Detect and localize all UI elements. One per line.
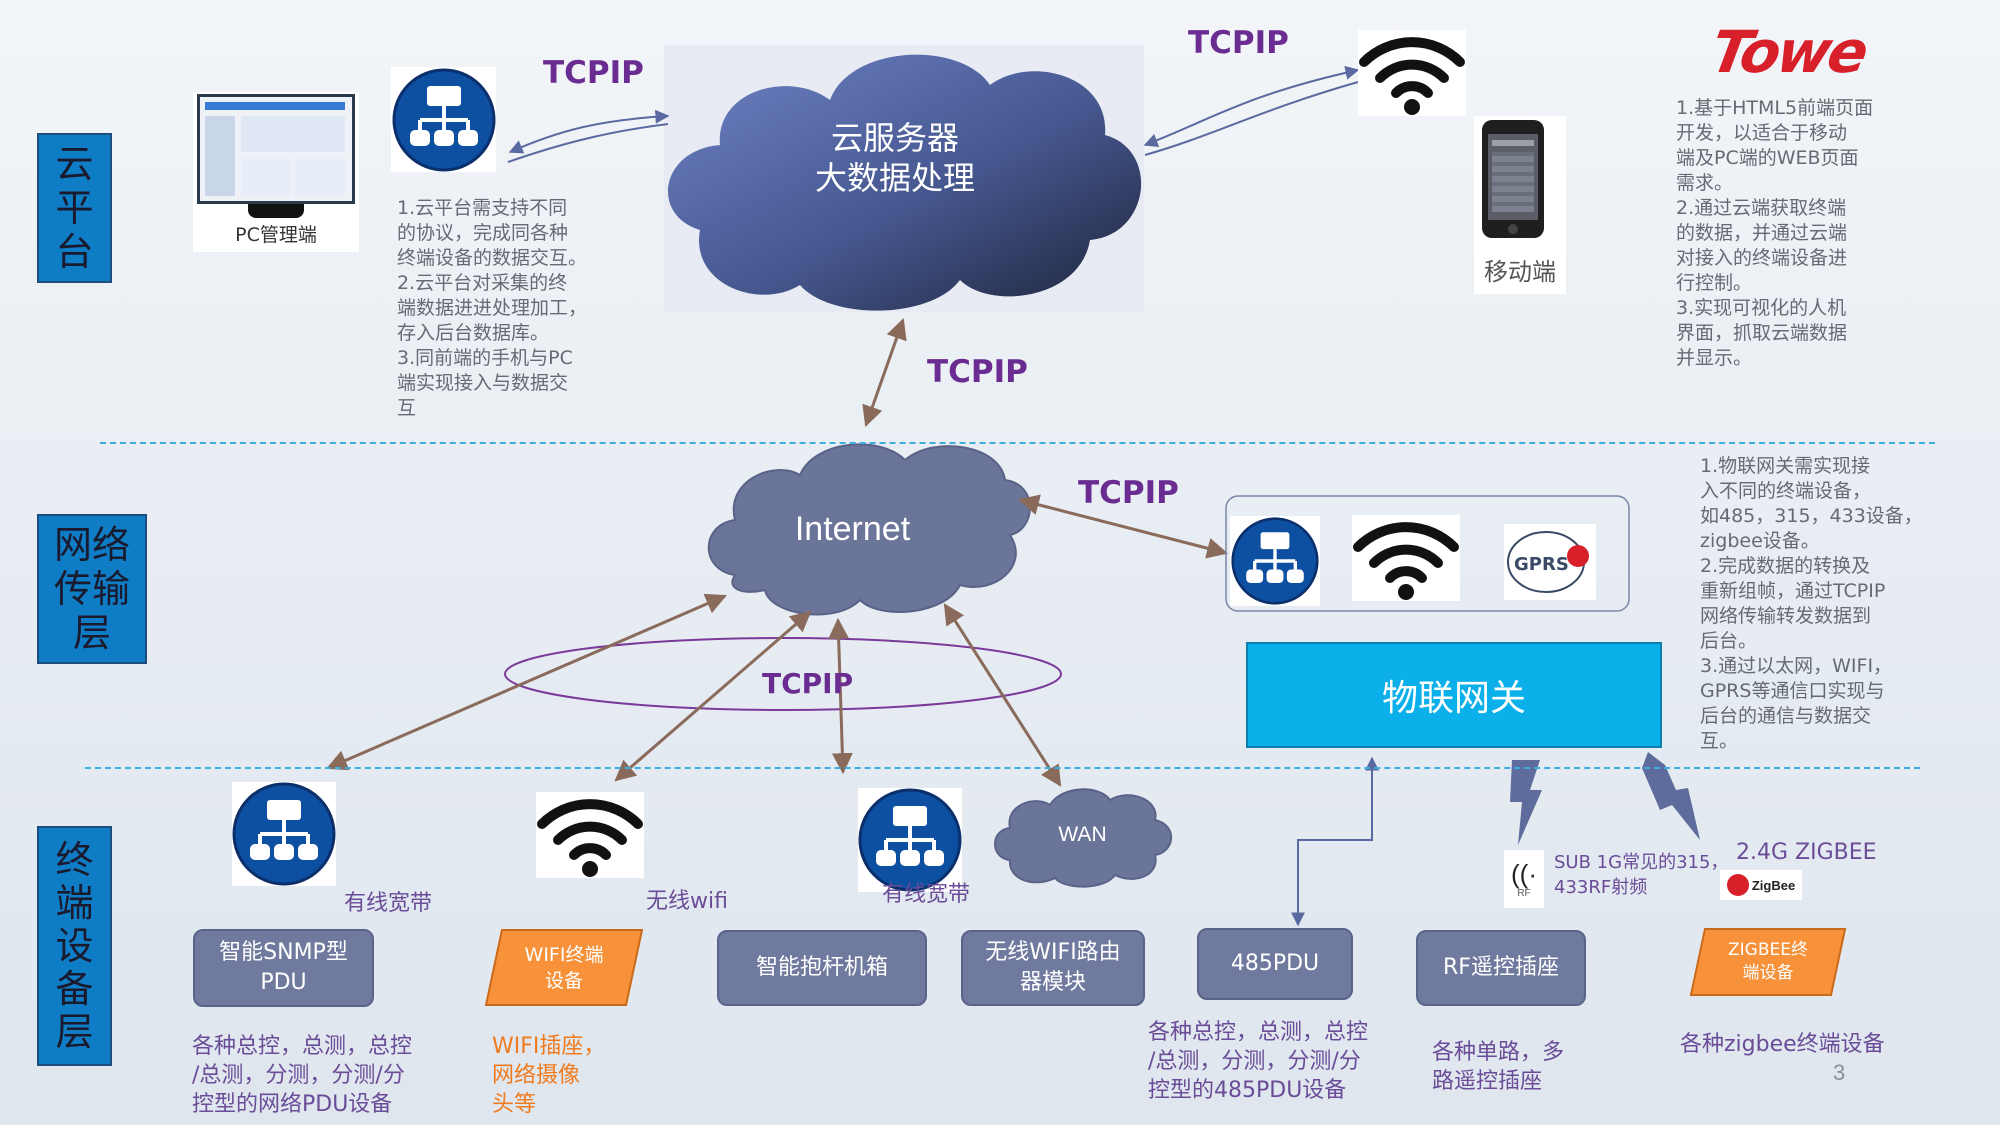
gateway-wifi-icon	[1352, 515, 1460, 601]
pc-screen	[197, 94, 355, 204]
iot-gateway-box: 物联网关	[1246, 642, 1662, 748]
pc-label: PC管理端	[235, 224, 317, 246]
pc-stand	[248, 204, 304, 218]
tcpip-label-pc: TCPIP	[543, 55, 644, 91]
pdu485-gateway-connector	[1297, 756, 1379, 925]
pc-cloud-arrow-2	[507, 123, 669, 163]
gateway-network-node-icon	[1230, 516, 1320, 606]
internet-label: Internet	[794, 510, 911, 548]
note-frontend: 1.基于HTML5前端页面 开发，以适合于移动 端及PC端的WEB页面 需求。 …	[1676, 97, 1874, 369]
internet-snmp-arrow	[326, 593, 727, 771]
page-number: 3	[1833, 1060, 1846, 1085]
device-zigbee-terminal: ZIGBEE终 端设备	[1689, 928, 1847, 996]
device-snmp-pdu: 智能SNMP型 PDU	[193, 929, 374, 1007]
cloud-server-subtitle: 大数据处理	[814, 159, 975, 197]
device-wifi-terminal-label: WIFI终端 设备	[524, 943, 604, 992]
caption-wired-1: 有线宽带	[344, 891, 433, 916]
device-485pdu: 485PDU	[1197, 928, 1353, 1000]
zigbee-logo-text: ZigBee	[1751, 877, 1796, 893]
cloud-mobile-arrow-1	[1143, 65, 1360, 148]
gateway-interfaces-frame	[1225, 495, 1630, 612]
phone-body	[1482, 120, 1544, 238]
pc-monitor: PC管理端	[193, 92, 359, 252]
device-wifi-router-label: 无线WIFI路由 器模块	[985, 940, 1121, 995]
network-node-icon	[391, 67, 496, 172]
device-485pdu-label: 485PDU	[1230, 951, 1320, 976]
desc-485pdu: 各种总控，总测，总控 /总测，分测，分测/分 控型的485PDU设备	[1148, 1020, 1369, 1103]
wan-label: WAN	[1058, 823, 1107, 846]
device-pole-box-label: 智能抱杆机箱	[755, 955, 888, 980]
internet-wan-arrow	[943, 603, 1062, 787]
wan-cloud-shape	[994, 788, 1173, 888]
towe-logo: Towe	[1705, 18, 1871, 86]
iot-gateway-label: 物联网关	[1381, 678, 1526, 719]
tcpip-label-terminal: TCPIP	[762, 667, 854, 700]
device-rf-socket-label: RF遥控插座	[1443, 955, 1559, 980]
wired-node-icon-1	[232, 782, 336, 886]
layer-label-network: 网络 传输 层	[37, 514, 147, 664]
cloud-mobile-arrow-2	[1144, 81, 1359, 156]
mobile-label: 移动端	[1484, 258, 1556, 286]
internet-cloud-shape	[707, 443, 1031, 616]
rf-icon: ((· RF	[1504, 850, 1544, 908]
divider-bottom	[85, 767, 1920, 769]
desc-zigbee: 各种zigbee终端设备	[1680, 1032, 1885, 1057]
device-pole-box: 智能抱杆机箱	[717, 930, 927, 1006]
device-rf-socket: RF遥控插座	[1416, 930, 1586, 1006]
internet-pole-arrow	[828, 617, 853, 775]
device-snmp-pdu-label: 智能SNMP型 PDU	[219, 940, 348, 995]
desc-rf: 各种单路，多 路遥控插座	[1432, 1040, 1565, 1094]
caption-sub1g: SUB 1G常见的315， 433RF射频	[1554, 852, 1729, 898]
zigbee-lightning-icon	[1642, 752, 1700, 840]
gprs-label: GPRS	[1514, 554, 1569, 575]
layer-label-terminal: 终 端 设 备 层	[37, 826, 112, 1066]
zigbee-logo: ZigBee	[1720, 870, 1802, 900]
layer-label-cloud: 云 平 台	[37, 133, 112, 283]
cloud-server-title: 云服务器	[830, 119, 959, 157]
device-zigbee-terminal-label: ZIGBEE终 端设备	[1728, 940, 1808, 983]
internet-gateway-arrow	[1017, 494, 1229, 559]
desc-snmp: 各种总控，总测，总控 /总测，分测，分测/分 控型的网络PDU设备	[192, 1034, 413, 1117]
caption-wired-2: 有线宽带	[882, 882, 971, 907]
cloud-server-label: 云服务器 大数据处理	[760, 118, 1030, 198]
sub1g-lightning-icon	[1510, 760, 1542, 845]
note-cloud-platform: 1.云平台需支持不同 的协议，完成同各种 终端设备的数据交互。 2.云平台对采集…	[397, 197, 588, 419]
device-wifi-router: 无线WIFI路由 器模块	[961, 930, 1145, 1006]
note-gateway: 1.物联网关需实现接 入不同的终端设备， 如485，315，433设备， zig…	[1700, 455, 1923, 752]
caption-zigbee-24g: 2.4G ZIGBEE	[1736, 840, 1877, 865]
tcpip-label-cloud-internet: TCPIP	[927, 354, 1028, 390]
caption-wifi: 无线wifi	[646, 889, 728, 914]
tcpip-label-gateway: TCPIP	[1078, 475, 1179, 511]
internet-wifi-arrow	[614, 610, 812, 782]
pc-cloud-arrow-1	[508, 109, 670, 154]
wifi-terminal-icon	[536, 792, 644, 878]
cloud-internet-arrow	[862, 318, 907, 427]
mobile-phone: 移动端	[1474, 116, 1566, 294]
rf-icon-label: RF	[1517, 887, 1531, 899]
desc-wifi: WIFI插座， 网络摄像 头等	[492, 1034, 606, 1117]
wired-node-icon-2	[858, 788, 962, 892]
device-wifi-terminal: WIFI终端 设备	[484, 929, 644, 1006]
divider-top	[100, 442, 1935, 444]
tcpip-label-mobile: TCPIP	[1188, 25, 1289, 61]
gprs-icon: GPRS	[1504, 524, 1596, 600]
wifi-icon	[1358, 30, 1466, 116]
cloud-server-shape	[667, 54, 1142, 311]
